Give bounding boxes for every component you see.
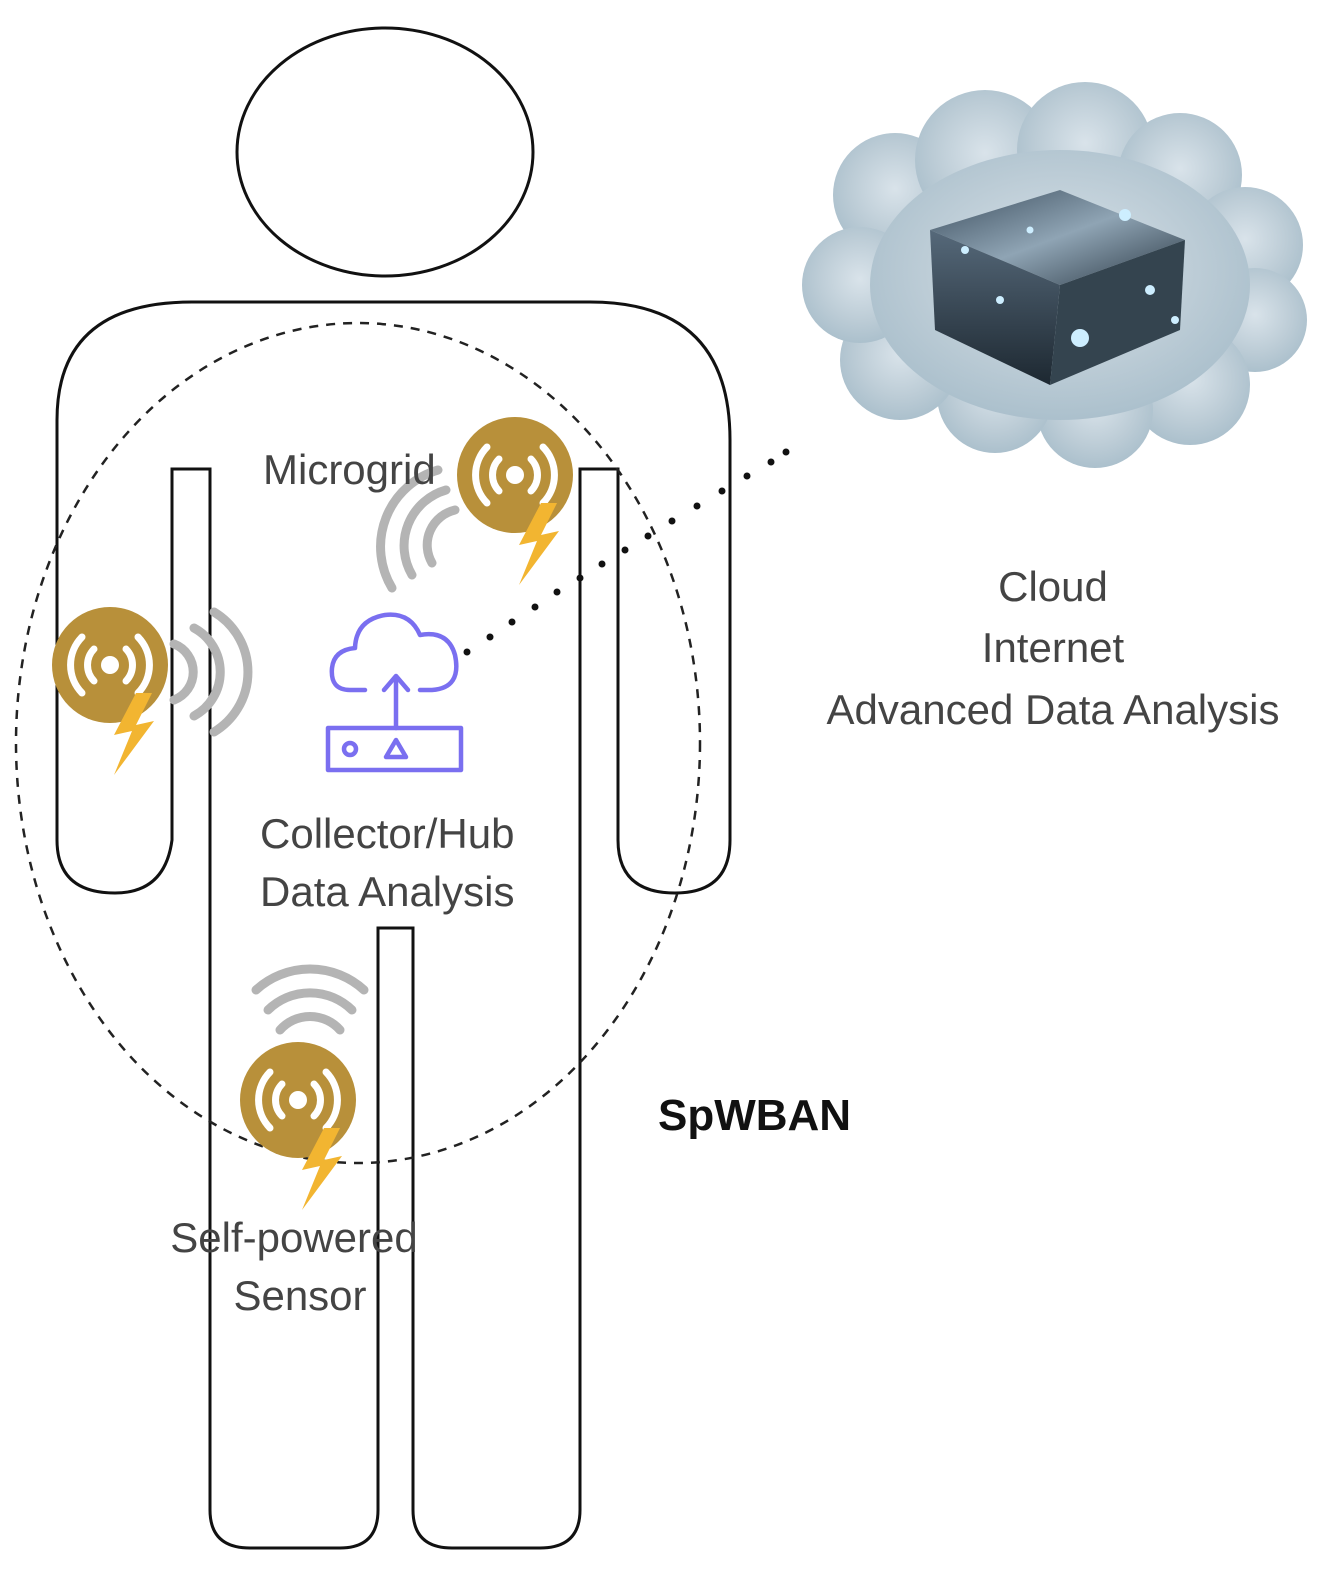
arm-sensor bbox=[52, 607, 253, 775]
self-powered-sensor-icon bbox=[457, 417, 573, 585]
collector-label-line1: Collector/Hub bbox=[260, 810, 514, 857]
wireless-waves-icon bbox=[251, 964, 369, 1035]
head bbox=[235, 26, 535, 278]
torso-outline bbox=[55, 300, 732, 1550]
cloud-upload-router-icon bbox=[325, 612, 464, 773]
network-name-label: SpWBAN bbox=[658, 1091, 851, 1140]
self-powered-sensor-icon bbox=[240, 1042, 356, 1210]
link-hub-to-cloud bbox=[463, 448, 790, 656]
sensor-label-line2: Sensor bbox=[233, 1272, 366, 1319]
spwban-boundary bbox=[14, 321, 702, 1165]
cloud-label-line1: Cloud bbox=[998, 563, 1108, 610]
sensor-label-line1: Self-powered bbox=[170, 1214, 417, 1261]
microgrid-sensor bbox=[376, 417, 573, 593]
wireless-waves-icon bbox=[376, 465, 460, 593]
cloud-label-line3: Advanced Data Analysis bbox=[827, 686, 1280, 733]
microgrid-label: Microgrid bbox=[263, 446, 436, 493]
self-powered-sensor-icon bbox=[52, 607, 168, 775]
leg-sensor bbox=[240, 964, 369, 1210]
collector-label-line2: Data Analysis bbox=[260, 868, 514, 915]
cloud-label-line2: Internet bbox=[982, 624, 1125, 671]
human-figure bbox=[55, 26, 732, 1550]
cloud-server-image bbox=[802, 82, 1307, 468]
wireless-waves-icon bbox=[169, 607, 253, 737]
